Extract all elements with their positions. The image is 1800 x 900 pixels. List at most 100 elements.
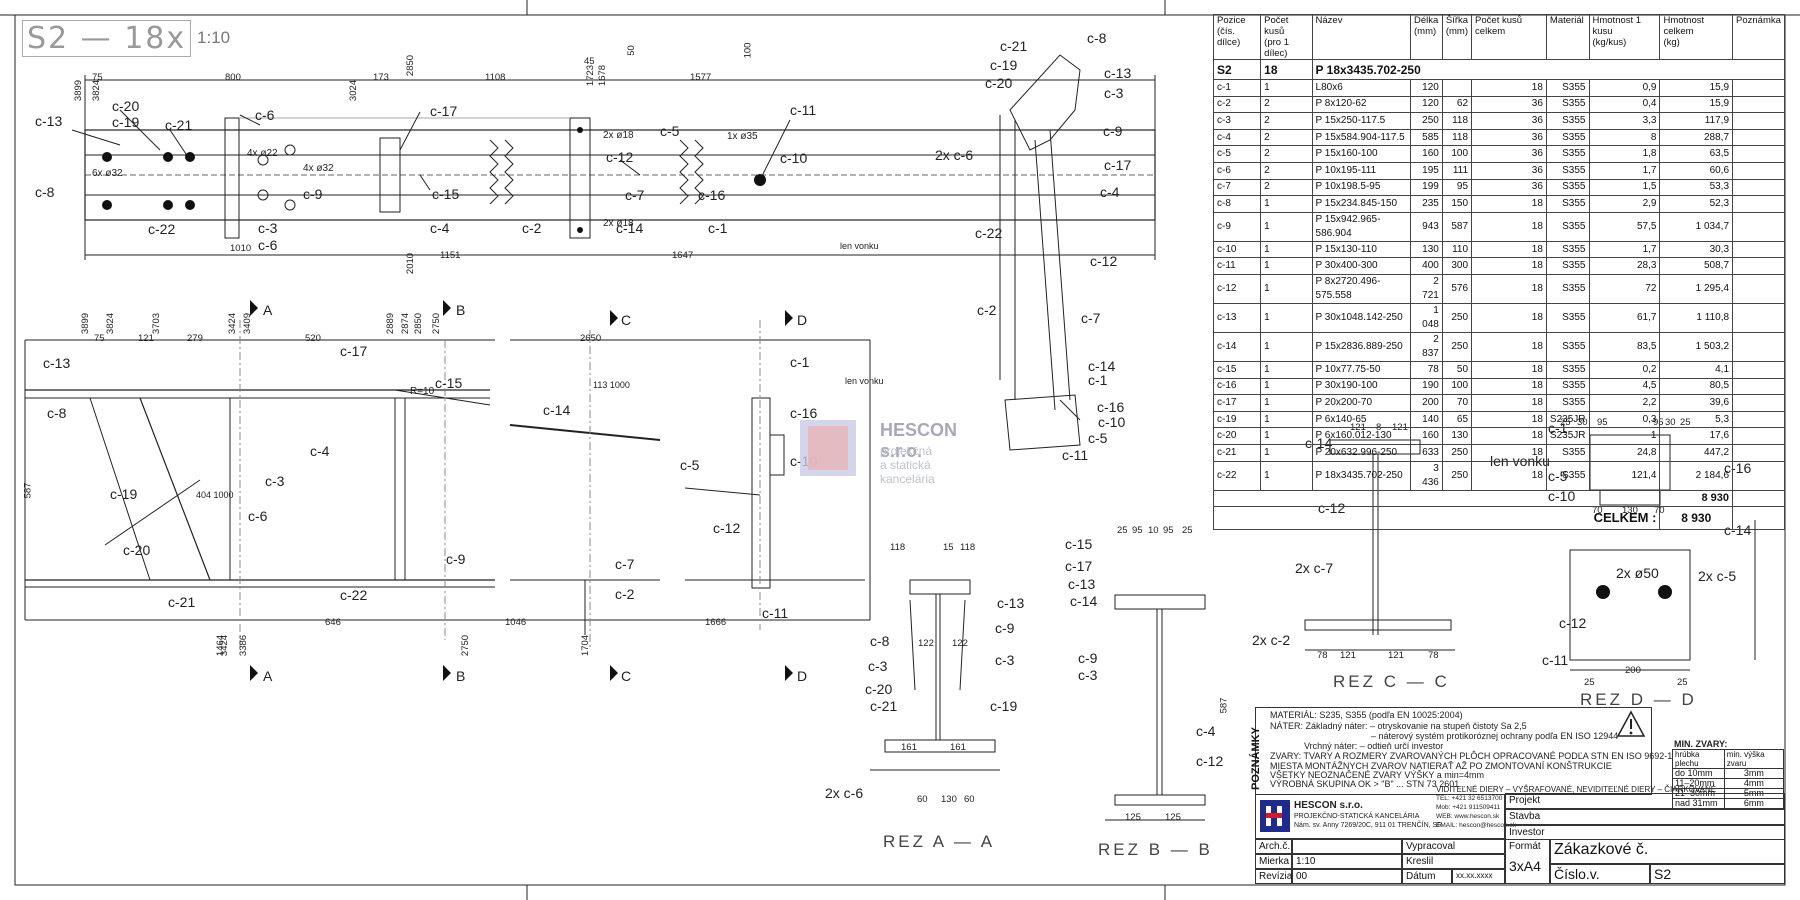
bom-cell: 150 <box>1441 195 1473 213</box>
bom-cell: S355 <box>1545 211 1590 242</box>
bom-cell: 1 <box>1260 460 1313 491</box>
company-name: HESCON s.r.o. <box>1294 800 1363 811</box>
bom-cell: S355 <box>1545 377 1590 396</box>
bom-cell: 17,6 <box>1659 427 1734 445</box>
bom-cell: 1,7 <box>1588 161 1661 180</box>
dimension: 121 <box>138 333 154 344</box>
revizia-label: Revízia <box>1255 869 1292 884</box>
section-title: REZ C — C <box>1333 672 1450 691</box>
dimension: 161 <box>950 742 966 753</box>
bom-cell: 130 <box>1410 240 1443 259</box>
bom-cell <box>1732 95 1785 114</box>
bom-cell: 1 <box>1260 443 1313 462</box>
dimension: 173 <box>373 72 389 83</box>
bom-cell: 250 <box>1410 112 1443 130</box>
bom-cell: 18 <box>1471 211 1547 242</box>
min-zvary-cell: 4mm <box>1723 778 1785 789</box>
bom-cell: c-17 <box>1212 394 1262 412</box>
bom-cell: 1,7 <box>1588 240 1661 259</box>
warning-icon <box>1616 710 1646 737</box>
bom-cell: S355 <box>1545 128 1590 147</box>
dimension: 78 <box>1317 650 1328 661</box>
bom-cell: 576 <box>1441 273 1473 304</box>
part-label: c-5 <box>660 123 680 139</box>
notes-nater: NÁTER: Základný náter: – otryskovanie na… <box>1270 721 1527 731</box>
mierka-value: 1:10 <box>1292 854 1402 869</box>
bom-cell: P 15x250-117.5 <box>1311 112 1412 130</box>
bom-cell <box>1732 195 1785 213</box>
bom-cell: P 15x234.845-150 <box>1311 195 1412 213</box>
bom-cell: 2 184,6 <box>1659 460 1734 491</box>
bom-cell: 8 <box>1588 128 1661 147</box>
bom-cell: 400 <box>1410 257 1443 275</box>
bom-cell: c-13 <box>1212 302 1262 333</box>
dimension: 1678 <box>597 64 609 87</box>
dimension: 25 <box>1677 677 1688 688</box>
bom-cell: P 15x160-100 <box>1311 145 1412 163</box>
part-label: c-9 <box>995 620 1015 636</box>
part-label: c-12 <box>1559 615 1587 631</box>
hescon-logo-mark <box>808 426 848 470</box>
part-label: c-14 <box>616 220 644 236</box>
part-label: c-11 <box>1062 447 1089 463</box>
part-label: c-8 <box>1087 30 1107 46</box>
bom-cell: c-20 <box>1212 427 1262 445</box>
bom-cell: 36 <box>1471 178 1547 197</box>
dimension: 121 <box>1340 650 1356 661</box>
bom-cell <box>1212 489 1661 508</box>
bom-cell: 1 <box>1260 257 1313 275</box>
dimension: 3899 <box>80 312 92 335</box>
min-zvary-title: MIN. ZVARY: <box>1674 739 1728 749</box>
part-label: c-3 <box>258 220 278 236</box>
bom-cell: 0,3 <box>1588 410 1661 429</box>
bom-cell: 24,8 <box>1588 443 1661 462</box>
bom-cell: 1 034,7 <box>1659 211 1734 242</box>
dimension: 587 <box>22 482 34 499</box>
bom-cell <box>1732 302 1785 333</box>
bom-cell: 2,9 <box>1588 195 1661 213</box>
bom-cell: S355 <box>1545 331 1590 362</box>
part-label: c-19 <box>112 114 140 130</box>
bom-cell: P 30x400-300 <box>1311 257 1412 275</box>
bom-cell: 250 <box>1441 443 1473 462</box>
dimension: 520 <box>305 333 321 344</box>
dimension: 100 <box>742 42 754 59</box>
min-zvary-header-cell: min. výška zvaru <box>1723 749 1785 769</box>
section-title: REZ B — B <box>1098 840 1213 859</box>
bom-header-cell: Název <box>1311 14 1412 60</box>
bom-cell: 18 <box>1471 377 1547 396</box>
bom-cell: 1 <box>1260 240 1313 259</box>
bom-cell: 65 <box>1441 410 1473 429</box>
dimension: 1010 <box>230 243 252 254</box>
bom-cell <box>1732 112 1785 130</box>
bom-cell: S355 <box>1545 95 1590 114</box>
part-label: c-15 <box>432 186 460 202</box>
dimension: 279 <box>187 333 203 344</box>
part-label: 2x c-2 <box>1252 632 1291 648</box>
part-label: c-9 <box>446 551 466 567</box>
part-label: c-8 <box>35 184 55 200</box>
bom-cell <box>1732 211 1785 242</box>
dimension: 587 <box>1218 697 1230 714</box>
part-label: c-19 <box>110 486 138 502</box>
part-label: c-20 <box>865 681 893 697</box>
bom-cell: P 6x160.012-130 <box>1311 427 1412 445</box>
dimension: 1704 <box>580 634 592 657</box>
bom-cell <box>1732 79 1785 97</box>
bom-cell: 1 <box>1260 302 1313 333</box>
bom-cell: S355 <box>1545 443 1590 462</box>
bom-cell: 36 <box>1471 128 1547 147</box>
bom-cell: 36 <box>1471 161 1547 180</box>
bom-cell: 1 <box>1260 273 1313 304</box>
bom-cell: P 20x200-70 <box>1311 394 1412 412</box>
part-label: c-2 <box>977 302 997 318</box>
company-mob: Mob: +421 911509411 <box>1436 804 1501 811</box>
bom-cell: 117,9 <box>1659 112 1734 130</box>
bom-cell: 250 <box>1441 460 1473 491</box>
part-label: c-7 <box>615 556 635 572</box>
bom-cell: P 15x2836.889-250 <box>1311 331 1412 362</box>
